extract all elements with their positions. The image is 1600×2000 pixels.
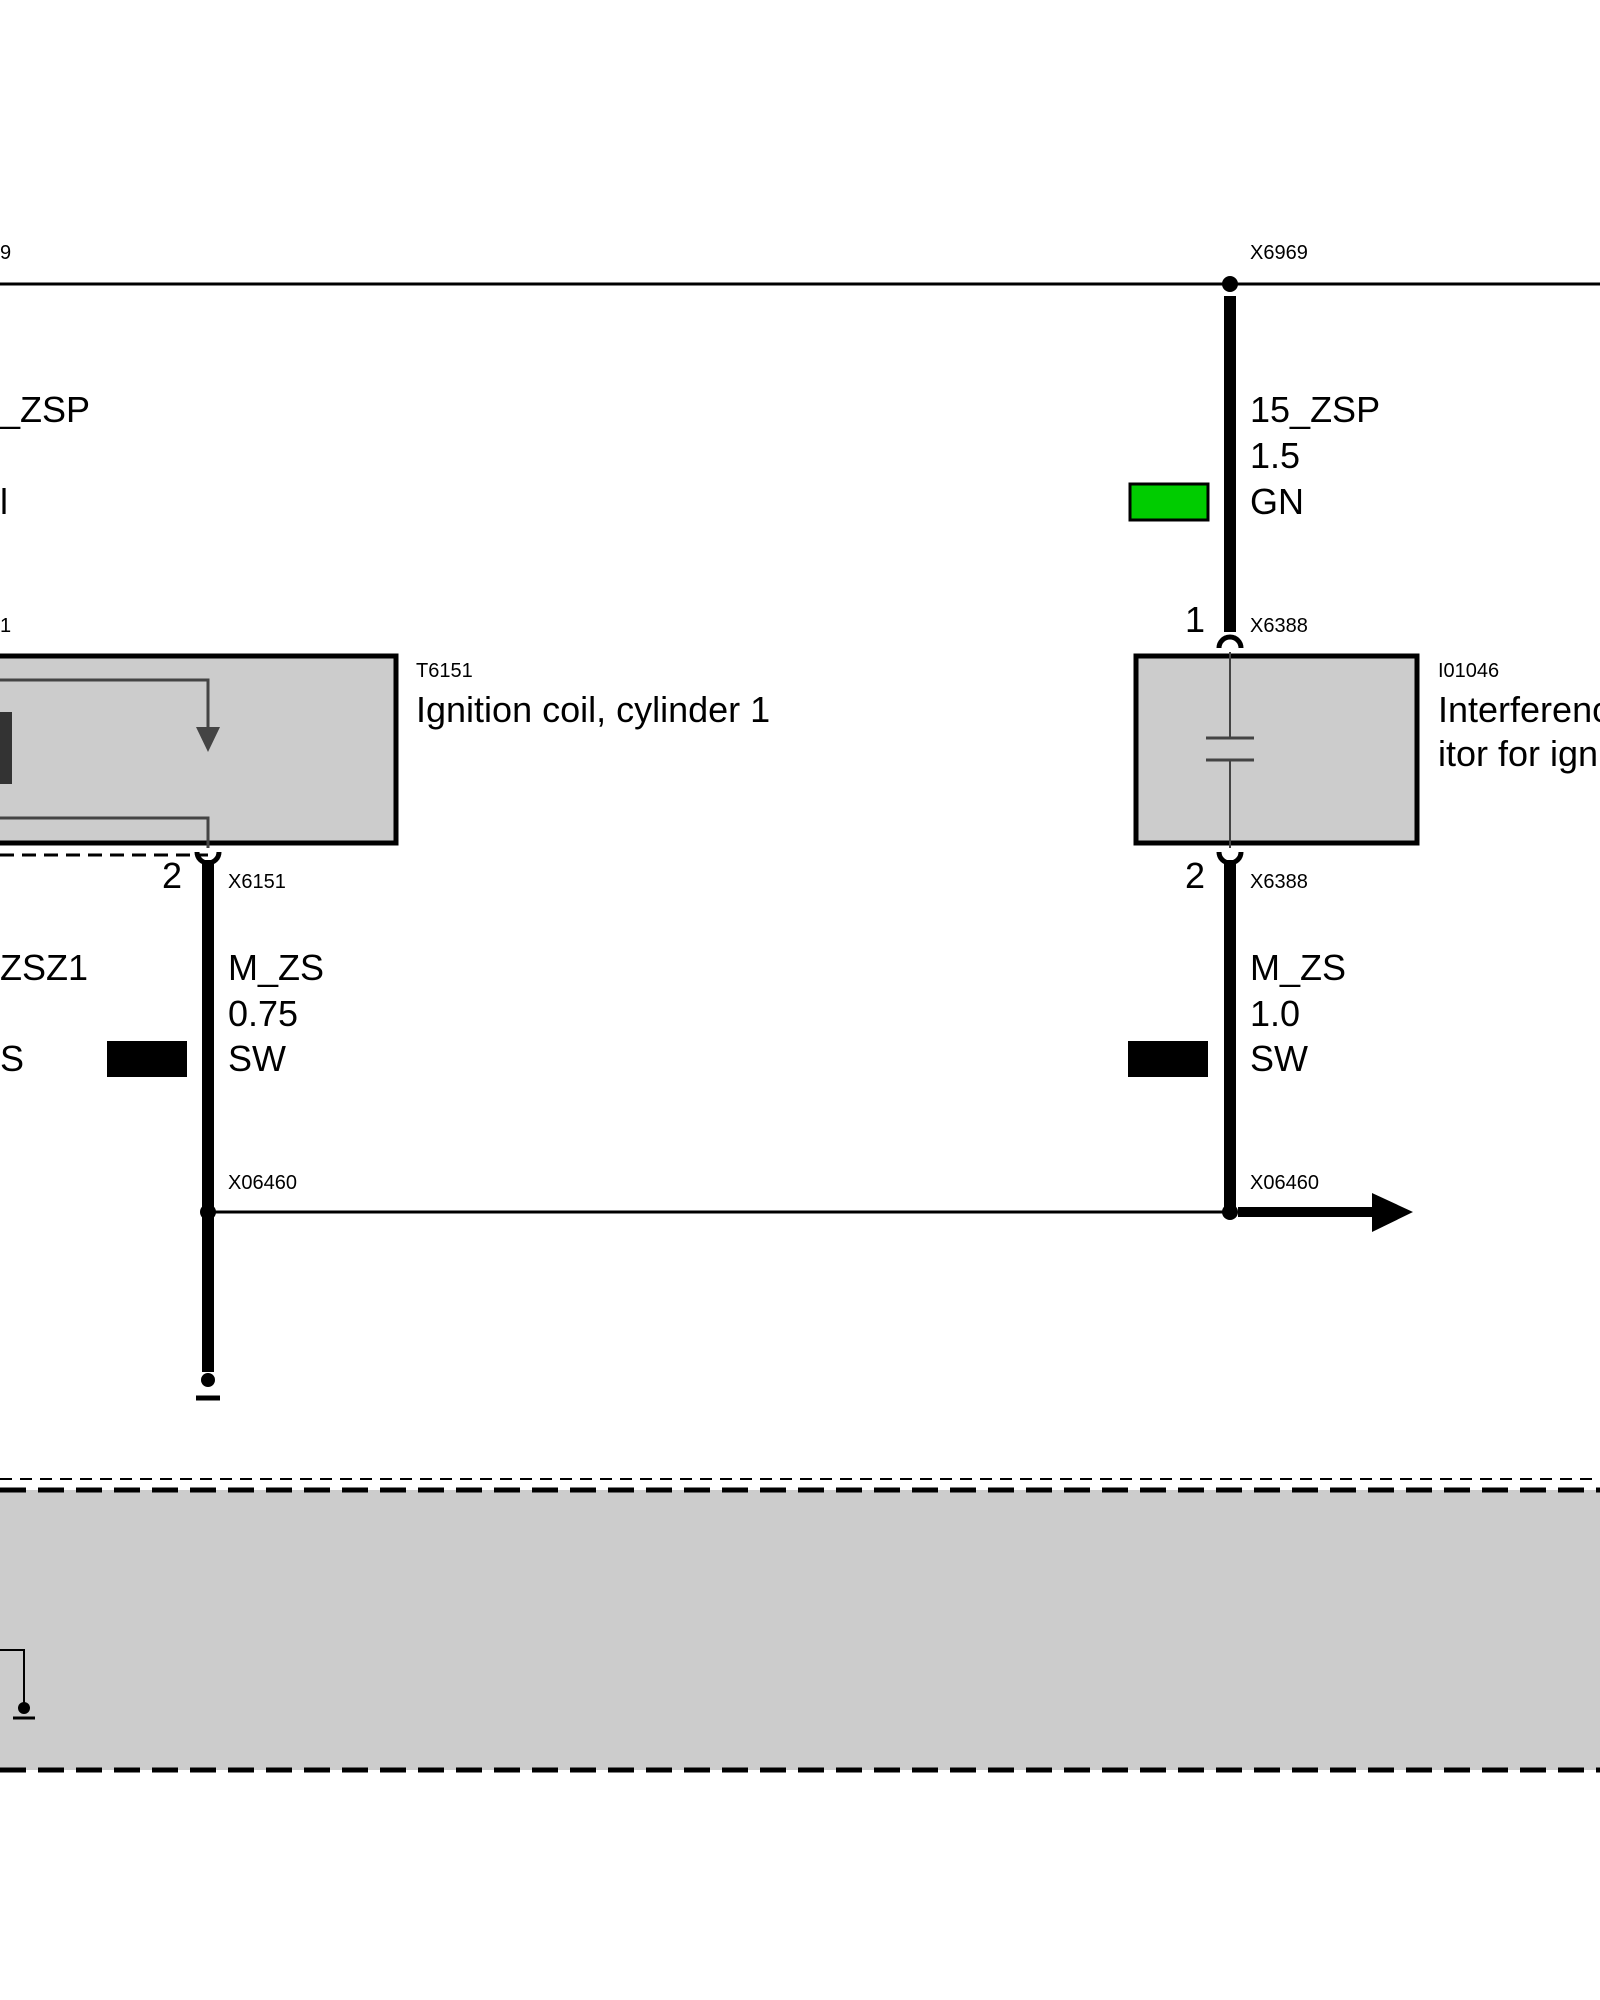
ignition-coil-winding (0, 712, 12, 784)
x06460-left-label: X06460 (228, 1172, 297, 1194)
bottom-region-ground-wire (0, 1649, 25, 1708)
x6969-right-label: X6969 (1250, 242, 1308, 264)
right-top-wire-size: 1.5 (1250, 435, 1300, 476)
right-bottom-wire-signal: M_ZS (1250, 947, 1346, 988)
right-top-wire-color: GN (1250, 481, 1304, 522)
x6151-bottom-label: X6151 (228, 871, 286, 893)
x6151-top-partial-label: 1 (0, 615, 11, 637)
x6388-top-label: X6388 (1250, 615, 1308, 637)
center-bottom-wire-color-swatch (107, 1041, 187, 1077)
left-top-wire-color: l (0, 481, 8, 522)
x6969-junction-dot (1222, 276, 1238, 292)
right-bottom-wire-color-swatch (1128, 1041, 1208, 1077)
interference-capacitor-name-line1: Interferenc (1438, 689, 1600, 730)
x06460-right-junction-dot (1222, 1204, 1238, 1220)
right-top-wire-color-swatch (1128, 482, 1210, 522)
bottom-region-ground-dot (18, 1702, 30, 1714)
ignition-coil-inner-line-top (0, 678, 210, 728)
ignition-coil-name: Ignition coil, cylinder 1 (416, 689, 770, 730)
x06460-left-junction-dot (200, 1204, 216, 1220)
bottom-region-fill (0, 1490, 1600, 1770)
left-top-wire-signal: _ZSP (0, 389, 90, 430)
right-top-wire-signal: 15_ZSP (1250, 389, 1380, 430)
x6388-top-pin-hook (1216, 634, 1244, 649)
x6388-pin2-label: 2 (1185, 855, 1205, 896)
x6388-bottom-label: X6388 (1250, 871, 1308, 893)
ignition-coil-arrow (196, 727, 220, 752)
interference-capacitor-id: I01046 (1438, 660, 1499, 682)
right-bottom-wire-size: 1.0 (1250, 993, 1300, 1034)
left-bottom-wire-color: S (0, 1038, 24, 1079)
center-bottom-wire-signal: M_ZS (228, 947, 324, 988)
center-bottom-wire-size: 0.75 (228, 993, 298, 1034)
ignition-coil-inner-line-bottom (0, 816, 210, 848)
ignition-coil-id: T6151 (416, 660, 473, 682)
x06460-right-label: X06460 (1250, 1172, 1319, 1194)
right-bottom-wire-color: SW (1250, 1038, 1308, 1079)
center-bottom-wire-color: SW (228, 1038, 286, 1079)
continuation-arrow-icon (1372, 1193, 1413, 1232)
x6388-pin1-label: 1 (1185, 599, 1205, 640)
interference-capacitor-name-line2: itor for igni (1438, 733, 1600, 774)
x6151-pin2-label: 2 (162, 855, 182, 896)
left-bottom-wire-signal: ZSZ1 (0, 947, 88, 988)
interference-capacitor-box (1133, 653, 1420, 846)
ground-terminal-dot (201, 1373, 215, 1387)
ignition-coil-box (0, 653, 399, 846)
x6969-left-label: 9 (0, 242, 11, 264)
